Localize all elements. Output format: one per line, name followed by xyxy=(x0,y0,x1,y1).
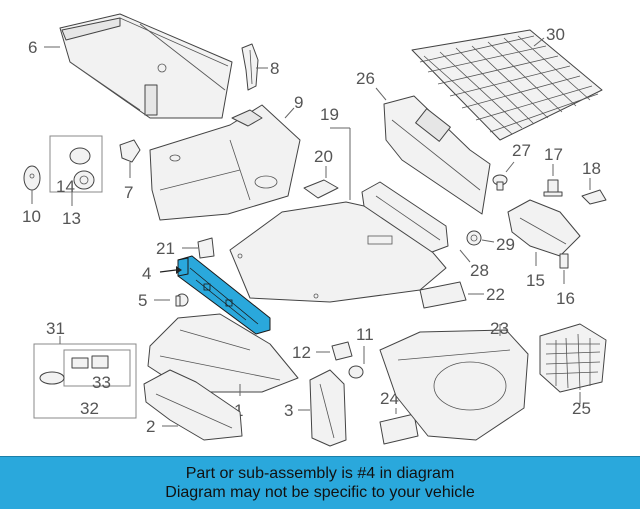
part-8-bracket xyxy=(241,43,259,91)
part-14-lamp xyxy=(69,147,95,190)
part-32-lamp xyxy=(39,355,109,385)
part-15-support xyxy=(507,199,581,257)
part-4-highlighted-rail xyxy=(177,255,271,335)
group-box-31 xyxy=(33,343,137,419)
callout-10: 10 xyxy=(22,207,41,226)
callout-26: 26 xyxy=(356,69,375,88)
part-5-fastener xyxy=(175,293,189,307)
part-21-clip xyxy=(197,237,215,259)
part-16-bracket xyxy=(559,253,569,269)
part-20-pad xyxy=(303,179,339,199)
group-box-33 xyxy=(63,349,131,387)
callout-12: 12 xyxy=(292,343,311,362)
callout-32: 32 xyxy=(80,399,99,418)
part-24-box xyxy=(379,413,419,445)
part-17-clip xyxy=(543,179,563,197)
callout-18: 18 xyxy=(582,159,601,178)
callout-22: 22 xyxy=(486,285,505,304)
callout-27: 27 xyxy=(512,141,531,160)
callout-5: 5 xyxy=(138,291,147,310)
part-23-storage-tub xyxy=(379,329,529,441)
callout-3: 3 xyxy=(284,401,293,420)
callout-20: 20 xyxy=(314,147,333,166)
part-29-grommet xyxy=(466,230,482,246)
part-28-floor-rail xyxy=(361,181,449,253)
callout-8: 8 xyxy=(270,59,279,78)
callout-14: 14 xyxy=(56,177,75,196)
callout-31: 31 xyxy=(46,319,65,338)
callout-25: 25 xyxy=(572,399,591,418)
banner-line-2: Diagram may not be specific to your vehi… xyxy=(165,484,475,501)
callout-4: 4 xyxy=(142,264,151,283)
callout-1: 1 xyxy=(234,401,243,420)
callout-15: 15 xyxy=(526,271,545,290)
part-2-mat xyxy=(143,369,243,441)
part-3-bracket xyxy=(309,369,347,447)
callout-16: 16 xyxy=(556,289,575,308)
callout-13: 13 xyxy=(62,209,81,228)
group-box-13 xyxy=(49,135,103,193)
part-18-hook xyxy=(581,189,607,205)
callout-21: 21 xyxy=(156,239,175,258)
callout-2: 2 xyxy=(146,417,155,436)
callout-30: 30 xyxy=(546,25,565,44)
callout-11: 11 xyxy=(356,325,374,344)
part-22-pocket xyxy=(419,281,467,309)
callout-33: 33 xyxy=(92,373,111,392)
part-6-cargo-cover xyxy=(59,13,233,119)
part-25-basket xyxy=(539,323,607,393)
part-11-grommet xyxy=(348,365,364,379)
callout-9: 9 xyxy=(294,93,303,112)
callout-6: 6 xyxy=(28,38,37,57)
callout-24: 24 xyxy=(380,389,399,408)
callout-7: 7 xyxy=(124,183,133,202)
part-27-push-clip xyxy=(492,174,508,191)
callout-28: 28 xyxy=(470,261,489,280)
callout-29: 29 xyxy=(496,235,515,254)
part-9-side-trim xyxy=(149,104,301,221)
part-19-cargo-mat xyxy=(229,201,447,303)
info-banner: Part or sub-assembly is #4 in diagram Di… xyxy=(0,456,640,509)
parts-diagram: 6 8 9 7 10 14 13 19 xyxy=(22,13,607,447)
callout-17: 17 xyxy=(544,145,563,164)
part-10-cover xyxy=(23,165,41,191)
part-7-clip xyxy=(119,139,141,163)
part-12-clip xyxy=(331,341,353,361)
callout-23: 23 xyxy=(490,319,509,338)
banner-line-1: Part or sub-assembly is #4 in diagram xyxy=(185,465,455,482)
part-26-sill-trim xyxy=(383,95,491,215)
part-30-cargo-net xyxy=(411,29,603,141)
callout-19: 19 xyxy=(320,105,339,124)
